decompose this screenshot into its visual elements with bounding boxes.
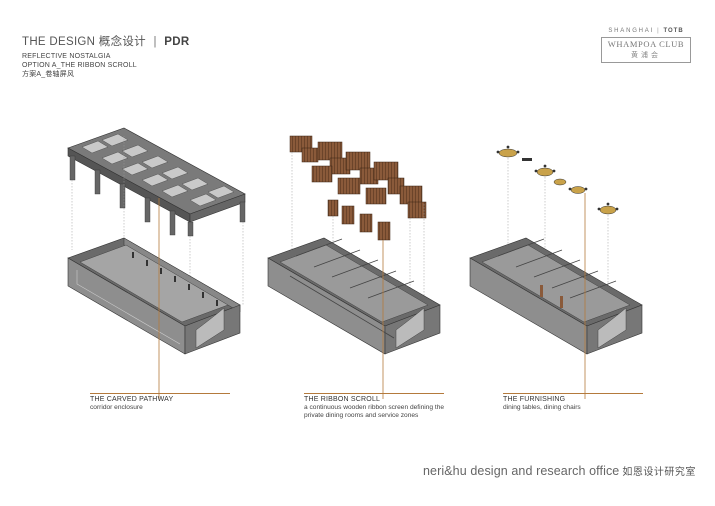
logo-brand: TOTB — [663, 28, 684, 34]
caption-description: a continuous wooden ribbon screen defini… — [304, 404, 445, 420]
title-separator: | — [153, 36, 157, 48]
window-openings — [132, 252, 218, 306]
caption-carved-pathway: THE CARVED PATHWAY corridor enclosure — [90, 393, 240, 412]
caption-title: THE FURNISHING — [503, 393, 643, 403]
logo-club-cn: 黄浦会 — [631, 51, 661, 59]
office-name: neri&hu design and research office — [423, 464, 620, 478]
ceiling-grid-frame — [67, 127, 246, 237]
caption-title: THE RIBBON SCROLL — [304, 393, 444, 403]
projection-lines-2 — [291, 152, 425, 305]
furnished-plan — [469, 237, 643, 355]
projection-lines — [71, 136, 244, 305]
logo-box: WHAMPOA CLUB 黄浦会 — [601, 37, 691, 63]
dining-furniture — [496, 145, 619, 215]
ribbon-screen — [289, 135, 427, 241]
club-logo: SHANGHAI|TOTB WHAMPOA CLUB 黄浦会 — [598, 28, 694, 63]
logo-club: WHAMPOA CLUB — [607, 39, 685, 49]
page-title: THE DESIGN 概念设计 | PDR — [22, 33, 189, 49]
title-text: THE DESIGN 概念设计 — [22, 36, 146, 48]
corridor-shell — [67, 237, 241, 355]
caption-title: THE CARVED PATHWAY — [90, 393, 230, 403]
logo-divider: | — [657, 28, 661, 34]
logo-top-line: SHANGHAI|TOTB — [598, 28, 694, 34]
caption-description: corridor enclosure — [90, 404, 143, 411]
caption-ribbon-scroll: THE RIBBON SCROLL a continuous wooden ri… — [304, 393, 454, 421]
subtitle-option: OPTION A_THE RIBBON SCROLL — [22, 62, 137, 69]
drawing-corridor-enclosure — [67, 127, 246, 399]
caption-furnishing: THE FURNISHING dining tables, dining cha… — [503, 393, 653, 412]
logo-city: SHANGHAI — [608, 28, 655, 34]
subtitle-option-cn: 方案A_卷轴屏风 — [22, 71, 75, 78]
drawing-ribbon-scroll — [267, 135, 441, 399]
subtitle-concept: REFLECTIVE NOSTALGIA — [22, 53, 111, 60]
caption-description: dining tables, dining chairs — [503, 404, 581, 411]
drawing-furnishing — [469, 145, 643, 399]
page-header: THE DESIGN 概念设计 | PDR REFLECTIVE NOSTALG… — [22, 33, 189, 79]
title-code: PDR — [164, 36, 190, 48]
room-plan — [267, 237, 441, 355]
office-name-cn: 如恩设计研究室 — [622, 467, 696, 478]
